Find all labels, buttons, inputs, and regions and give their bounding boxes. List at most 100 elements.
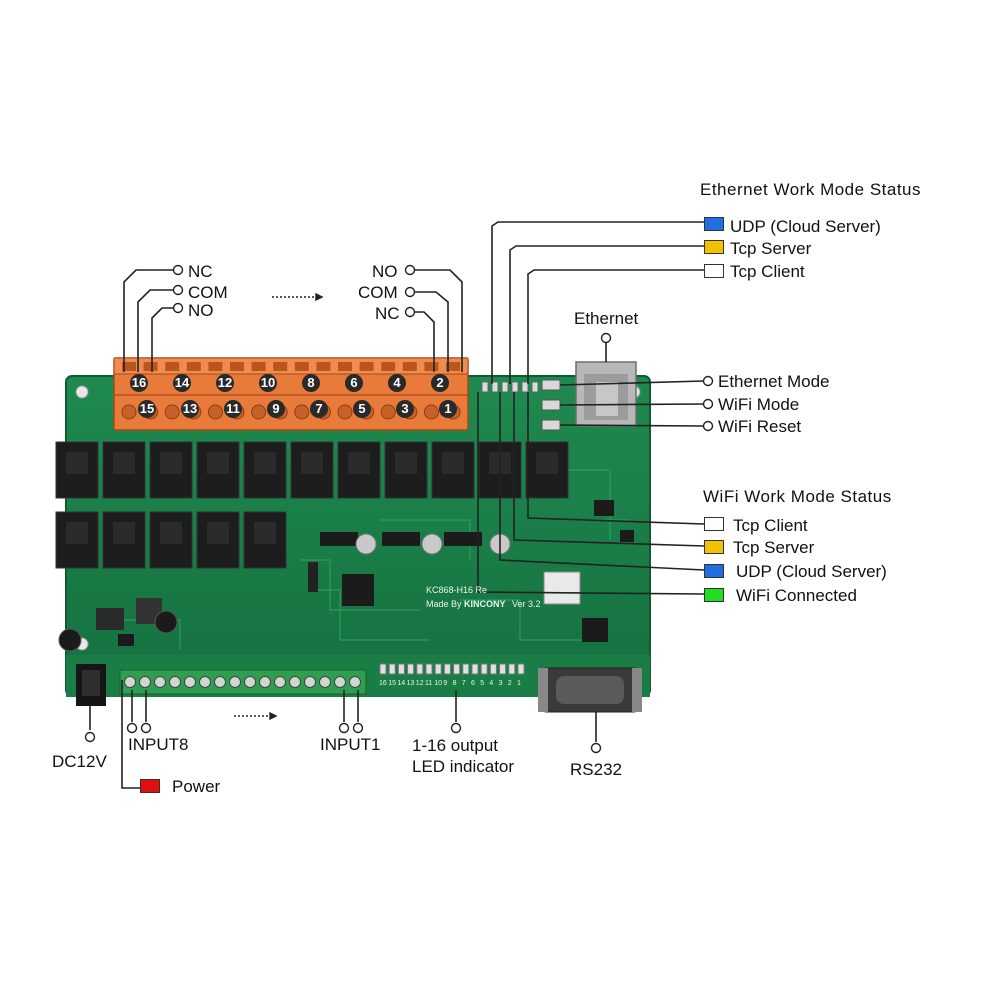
output-led <box>480 663 488 675</box>
input-screw <box>349 676 361 688</box>
output-led <box>388 663 396 675</box>
callout-end-circle <box>352 722 364 734</box>
driver-chip <box>320 532 358 546</box>
output-led <box>379 663 387 675</box>
dc-jack-face <box>82 670 100 696</box>
terminal-screw <box>380 404 396 420</box>
relay-number-top: 10 <box>259 374 277 392</box>
input-screw <box>214 676 226 688</box>
input-screw <box>304 676 316 688</box>
relay-marking <box>348 452 370 474</box>
terminal-screw <box>121 404 137 420</box>
relay-number-top: 12 <box>216 374 234 392</box>
ethernet-mode-button-label: Ethernet Mode <box>718 372 830 391</box>
callout-end-circle <box>702 398 714 410</box>
input1-label: INPUT1 <box>320 735 381 754</box>
input8-label: INPUT8 <box>128 735 189 754</box>
led-number: 14 <box>397 680 406 687</box>
terminal-screw-top <box>381 362 396 371</box>
terminal-left-nc-label: NC <box>188 262 213 281</box>
relay-marking <box>301 452 323 474</box>
power-swatch <box>140 779 160 793</box>
callout-line <box>491 221 704 384</box>
terminal-screw-top <box>143 362 158 371</box>
terminal-screw <box>164 404 180 420</box>
board-made-by-text: Made By <box>426 599 462 609</box>
output-led <box>434 663 442 675</box>
callout-line <box>527 392 705 525</box>
wifi-connected-label: WiFi Connected <box>736 586 857 605</box>
wifi-mode-button-label: WiFi Mode <box>718 395 800 414</box>
input-screw <box>259 676 271 688</box>
wifi-udp-swatch <box>704 564 724 578</box>
callout-line <box>477 392 705 595</box>
terminal-screw-top <box>122 362 136 371</box>
status-led <box>521 381 529 393</box>
output-led <box>453 663 461 675</box>
relay-number-bottom: 13 <box>181 400 199 418</box>
small-chip <box>594 500 614 516</box>
wifi-module <box>543 571 581 605</box>
relay-number-top: 8 <box>302 374 320 392</box>
relay-number-top: 14 <box>173 374 191 392</box>
relay <box>384 441 428 499</box>
input-screw <box>154 676 166 688</box>
led-number: 7 <box>461 680 466 687</box>
ethernet-tcp-server-label: Tcp Server <box>730 239 812 258</box>
ethernet-port-label: Ethernet <box>574 309 639 328</box>
callout-lines <box>89 221 705 789</box>
input-screw <box>124 676 136 688</box>
callout-end-circle <box>172 264 184 276</box>
callout-line <box>527 269 704 384</box>
relay-marking <box>113 452 135 474</box>
relay-terminal-block <box>113 357 469 431</box>
output-led-strip <box>376 662 528 690</box>
callout-end-circle <box>590 742 602 754</box>
relay-number-top: 4 <box>388 374 406 392</box>
status-led <box>501 381 509 393</box>
callout-end-circle <box>404 306 416 318</box>
capacitors <box>58 533 511 652</box>
ethernet-udp-swatch <box>704 217 724 231</box>
input-screw <box>244 676 256 688</box>
relay-number-bottom: 9 <box>267 400 285 418</box>
small-chip <box>620 530 634 542</box>
driver-chip <box>444 532 482 546</box>
terminal-screw-top <box>446 362 460 371</box>
callout-line <box>559 424 705 427</box>
terminal-screw-top <box>424 362 439 371</box>
led-number: 2 <box>507 680 512 687</box>
regulator <box>96 608 124 630</box>
output-led <box>489 663 497 675</box>
terminal-screw-top <box>359 362 374 371</box>
small-chip <box>118 634 134 646</box>
dc12v-label: DC12V <box>52 752 107 771</box>
terminal-screw-top <box>402 362 417 371</box>
board-version-text: Ver 3.2 <box>512 599 541 609</box>
rs232-chip <box>582 618 608 642</box>
output-led <box>508 663 516 675</box>
input-screw <box>139 676 151 688</box>
callout-end-circle <box>172 284 184 296</box>
relay-marking <box>254 452 276 474</box>
terminal-screw-top <box>294 362 309 371</box>
input-screw <box>334 676 346 688</box>
relay-number-bottom: 11 <box>224 400 242 418</box>
callout-end-circle <box>404 264 416 276</box>
terminal-screw-top <box>208 362 223 371</box>
callout-line <box>412 311 435 372</box>
terminal-screw-top <box>251 362 266 371</box>
output-led <box>397 663 405 675</box>
wifi-status-title: WiFi Work Mode Status <box>703 487 892 506</box>
ethernet-tcp-client-label: Tcp Client <box>730 262 805 281</box>
terminal-screw-top <box>186 362 201 371</box>
relay-marking <box>207 452 229 474</box>
led-number: 12 <box>415 680 424 687</box>
relay-marking <box>395 452 417 474</box>
rs232-connector <box>538 667 642 713</box>
terminal-screw <box>337 404 353 420</box>
led-number: 1 <box>517 680 521 687</box>
led-number: 10 <box>434 680 442 687</box>
relay-number-bottom: 5 <box>353 400 371 418</box>
callout-line <box>121 680 140 789</box>
